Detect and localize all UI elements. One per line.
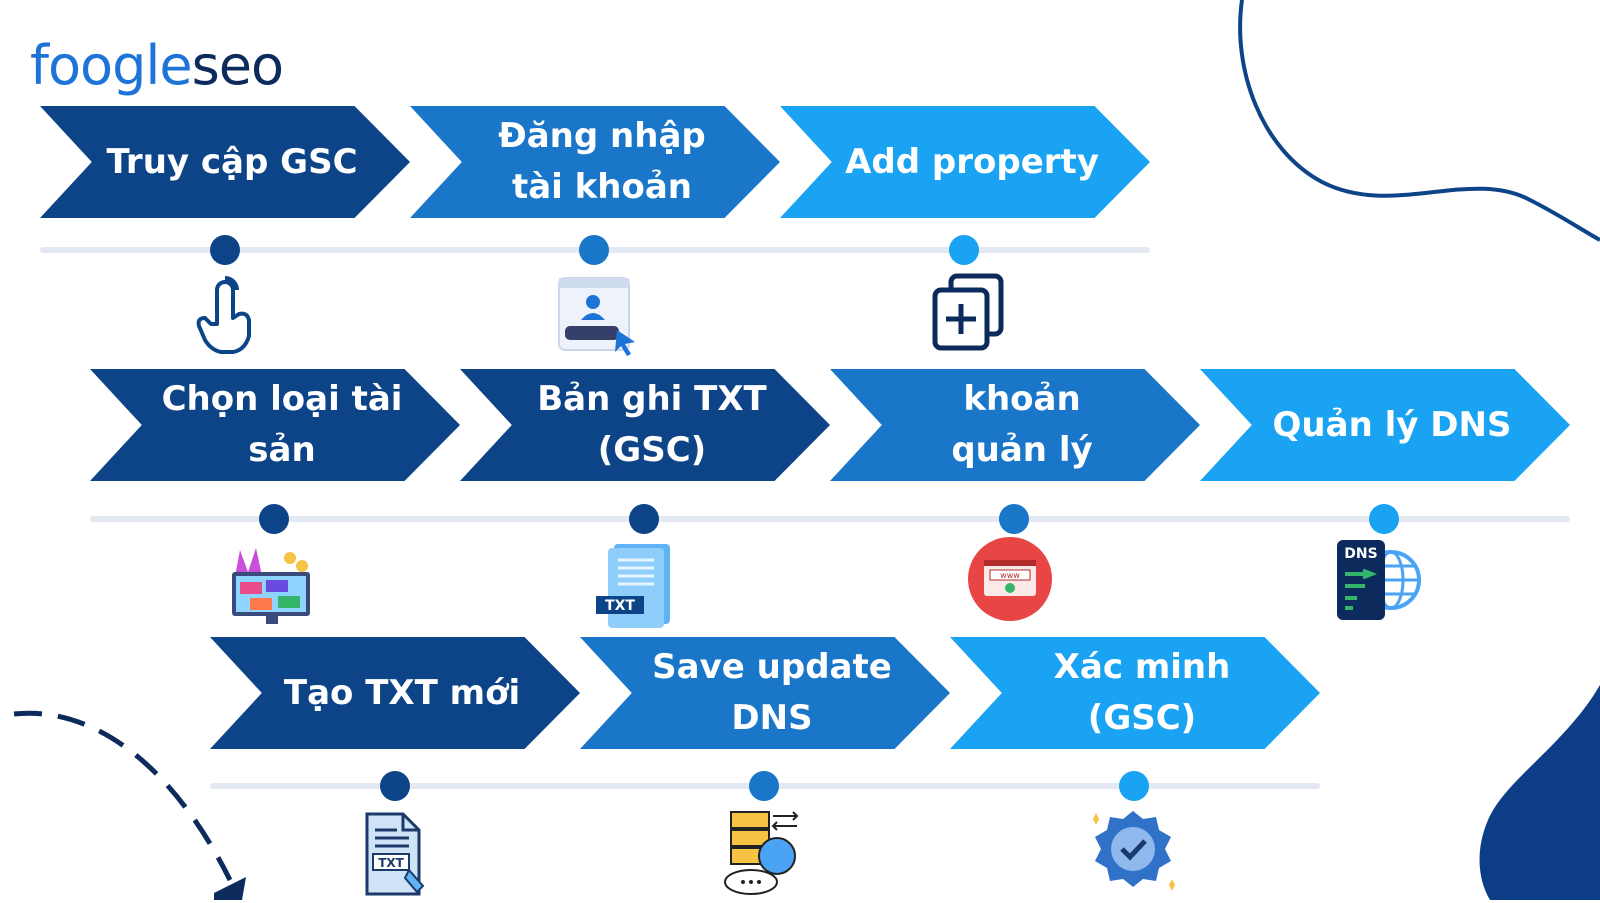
timeline-dot: [210, 235, 240, 265]
txt-document-icon: TXT: [590, 540, 690, 630]
verified-badge-icon: [1083, 805, 1183, 895]
timeline-dot: [949, 235, 979, 265]
txt-file-icon: TXT: [345, 808, 445, 898]
step-truy-cap-gsc: Truy cập GSC: [40, 106, 410, 218]
step-tao-txt-moi: Tạo TXT mới: [210, 637, 580, 749]
step-label: Add property: [845, 141, 1099, 182]
timeline-dot: [380, 771, 410, 801]
dashed-arrow-head: [214, 877, 246, 900]
finger-tap-icon: [175, 268, 275, 358]
timeline-dot: [259, 504, 289, 534]
step-label: Xác minh (GSC): [1053, 647, 1231, 738]
domain-types-icon: [222, 542, 322, 632]
timeline-dot: [1119, 771, 1149, 801]
logo: foogle seo: [30, 30, 284, 100]
timeline-row-2: [90, 516, 1570, 522]
svg-text:TXT: TXT: [605, 598, 635, 614]
step-quan-ly-dns: Quản lý DNS: [1200, 369, 1570, 481]
step-label: Truy cập GSC: [106, 141, 358, 182]
svg-text:www: www: [1000, 571, 1020, 580]
add-copy-icon: [915, 268, 1015, 358]
step-add-property: Add property: [780, 106, 1150, 218]
login-window-icon: [545, 270, 645, 360]
dns-globe-icon: DNS: [1325, 536, 1425, 626]
step-label: Bản ghi TXT(GSC): [537, 379, 767, 470]
svg-text:DNS: DNS: [1344, 546, 1377, 562]
timeline-dot: [629, 504, 659, 534]
step-label: Tạo TXT mới: [283, 672, 521, 713]
step-label: Quản lý DNS: [1272, 404, 1512, 445]
dashed-arrow-path: [13, 710, 233, 882]
step-xac-minh-gsc: Xác minh (GSC): [950, 637, 1320, 749]
timeline-dot: [579, 235, 609, 265]
timeline-dot: [999, 504, 1029, 534]
timeline-dot: [1369, 504, 1399, 534]
step-label: Chọn loại tài sản: [161, 379, 403, 470]
bottom-right-wave: [1479, 685, 1600, 900]
step-chon-loai-tai-san: Chọn loại tài sản: [90, 369, 460, 481]
logo-text-seo: seo: [191, 33, 284, 97]
step-ban-ghi-txt: Bản ghi TXT(GSC): [460, 369, 830, 481]
logo-text-foogle: foogle: [30, 33, 193, 97]
server-cloud-icon: [715, 808, 815, 898]
timeline-dot: [749, 771, 779, 801]
svg-text:TXT: TXT: [378, 856, 404, 870]
www-browser-icon: www: [960, 534, 1060, 624]
top-right-curve: [1238, 0, 1600, 242]
